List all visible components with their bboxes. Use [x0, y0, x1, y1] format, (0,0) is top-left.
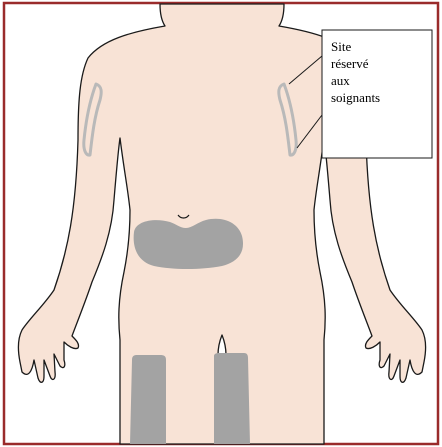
left-thigh-zone	[130, 355, 166, 444]
callout-line-1: Site	[331, 38, 431, 55]
right-thigh-zone	[214, 353, 250, 444]
callout-line-4: soignants	[331, 89, 431, 106]
callout-line-2: réservé	[331, 55, 431, 72]
callout-label: Site réservé aux soignants	[331, 38, 431, 106]
callout-line-3: aux	[331, 72, 431, 89]
